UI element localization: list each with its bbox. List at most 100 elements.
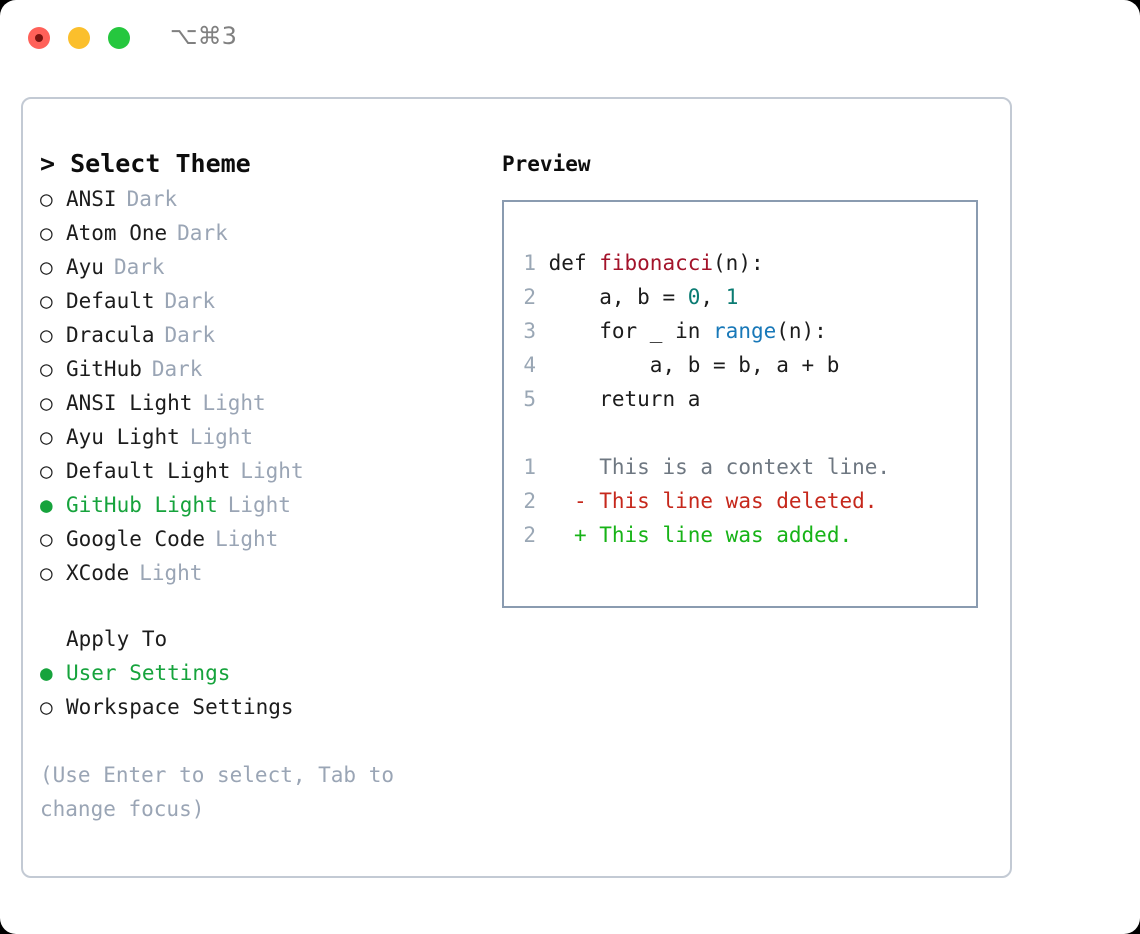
theme-name-label: Ayu Light xyxy=(66,425,180,449)
radio-unselected-icon: ○ xyxy=(40,561,53,585)
theme-name-label: XCode xyxy=(66,561,130,585)
code-token: return a xyxy=(548,387,701,411)
line-number: 1 xyxy=(523,455,536,479)
theme-category-tag: Dark xyxy=(113,255,165,279)
theme-list-item[interactable]: ○ Default Light Light xyxy=(40,454,480,488)
code-line: 1 def fibonacci(n): xyxy=(522,246,976,280)
diff-marker: - xyxy=(573,489,587,513)
theme-name-label: ANSI xyxy=(66,187,117,211)
theme-name-label: Default xyxy=(66,289,155,313)
theme-list-item[interactable]: ○ Ayu Dark xyxy=(40,250,480,284)
code-token: range xyxy=(713,319,777,343)
theme-category-tag: Light xyxy=(240,459,304,483)
code-line: 3 for _ in range(n): xyxy=(522,314,976,348)
preview-column: Preview 1 def fibonacci(n):2 a, b = 0, 1… xyxy=(502,147,992,608)
keyboard-shortcut-label: ⌥⌘3 xyxy=(170,22,237,50)
theme-name-label: GitHub Light xyxy=(66,493,218,517)
radio-unselected-icon: ○ xyxy=(40,289,53,313)
keyboard-hint-text: (Use Enter to select, Tab to change focu… xyxy=(40,763,395,821)
theme-category-tag: Light xyxy=(202,391,266,415)
line-number: 2 xyxy=(523,523,536,547)
theme-category-tag: Dark xyxy=(126,187,178,211)
diff-line: 2 + This line was added. xyxy=(522,518,976,552)
apply-to-label: Workspace Settings xyxy=(66,695,294,719)
radio-unselected-icon: ○ xyxy=(40,323,53,347)
theme-name-label: Google Code xyxy=(66,527,206,551)
theme-name-label: Ayu xyxy=(66,255,104,279)
diff-line: 1 This is a context line. xyxy=(522,450,976,484)
code-line: 2 a, b = 0, 1 xyxy=(522,280,976,314)
code-token: def xyxy=(548,251,600,275)
select-theme-header: > Select Theme xyxy=(40,149,251,178)
apply-to-option[interactable]: ○ Workspace Settings xyxy=(40,690,480,724)
diff-line: 2 - This line was deleted. xyxy=(522,484,976,518)
diff-block: 1 This is a context line.2 - This line w… xyxy=(522,450,976,552)
theme-category-tag: Light xyxy=(139,561,203,585)
code-token: (n): xyxy=(713,251,764,275)
title-bar: ⌥⌘3 xyxy=(0,0,1140,76)
diff-text: This line was deleted. xyxy=(599,489,878,513)
apply-to-option[interactable]: ● User Settings xyxy=(40,656,480,690)
theme-category-tag: Dark xyxy=(164,289,216,313)
apply-to-options[interactable]: ● User Settings ○ Workspace Settings xyxy=(40,656,480,724)
radio-selected-icon: ● xyxy=(40,493,53,517)
code-token: a, b = xyxy=(548,285,688,309)
code-token: 0 xyxy=(687,285,701,309)
minimize-button[interactable] xyxy=(68,27,90,49)
theme-list-item[interactable]: ○ Default Dark xyxy=(40,284,480,318)
theme-category-tag: Light xyxy=(227,493,291,517)
close-button[interactable] xyxy=(28,27,50,49)
theme-list-item[interactable]: ○ XCode Light xyxy=(40,556,480,590)
theme-name-label: Dracula xyxy=(66,323,155,347)
theme-name-label: Default Light xyxy=(66,459,231,483)
code-token: fibonacci xyxy=(599,251,714,275)
code-line: 5 return a xyxy=(522,382,976,416)
radio-selected-icon: ● xyxy=(40,661,53,685)
radio-unselected-icon: ○ xyxy=(40,425,53,449)
diff-text: This is a context line. xyxy=(599,455,891,479)
diff-text: This line was added. xyxy=(599,523,853,547)
line-number: 1 xyxy=(523,251,536,275)
maximize-button[interactable] xyxy=(108,27,130,49)
radio-unselected-icon: ○ xyxy=(40,695,53,719)
apply-to-label: User Settings xyxy=(66,661,231,685)
radio-unselected-icon: ○ xyxy=(40,357,53,381)
apply-to-header: Apply To xyxy=(66,627,168,651)
radio-unselected-icon: ○ xyxy=(40,255,53,279)
radio-unselected-icon: ○ xyxy=(40,221,53,245)
line-number: 5 xyxy=(523,387,536,411)
line-number: 3 xyxy=(523,319,536,343)
code-token: (n): xyxy=(776,319,827,343)
code-token: a, b = b, a + b xyxy=(548,353,840,377)
code-line: 4 a, b = b, a + b xyxy=(522,348,976,382)
code-diff-separator xyxy=(522,416,976,450)
code-token: for _ in xyxy=(548,319,714,343)
theme-category-tag: Light xyxy=(215,527,279,551)
theme-list-item[interactable]: ○ Dracula Dark xyxy=(40,318,480,352)
theme-list-item[interactable]: ○ Ayu Light Light xyxy=(40,420,480,454)
theme-category-tag: Light xyxy=(189,425,254,449)
theme-category-tag: Dark xyxy=(151,357,203,381)
diff-marker: + xyxy=(573,523,587,547)
diff-marker xyxy=(574,455,587,479)
line-number: 2 xyxy=(523,285,536,309)
preview-header: Preview xyxy=(502,152,591,176)
radio-unselected-icon: ○ xyxy=(40,459,53,483)
apply-to-section: Apply To ● User Settings ○ Workspace Settin… xyxy=(40,622,480,724)
line-number: 4 xyxy=(523,353,536,377)
theme-category-tag: Dark xyxy=(177,221,228,245)
theme-category-tag: Dark xyxy=(164,323,216,347)
theme-name-label: ANSI Light xyxy=(66,391,193,415)
theme-list-item[interactable]: ● GitHub Light Light xyxy=(40,488,480,522)
